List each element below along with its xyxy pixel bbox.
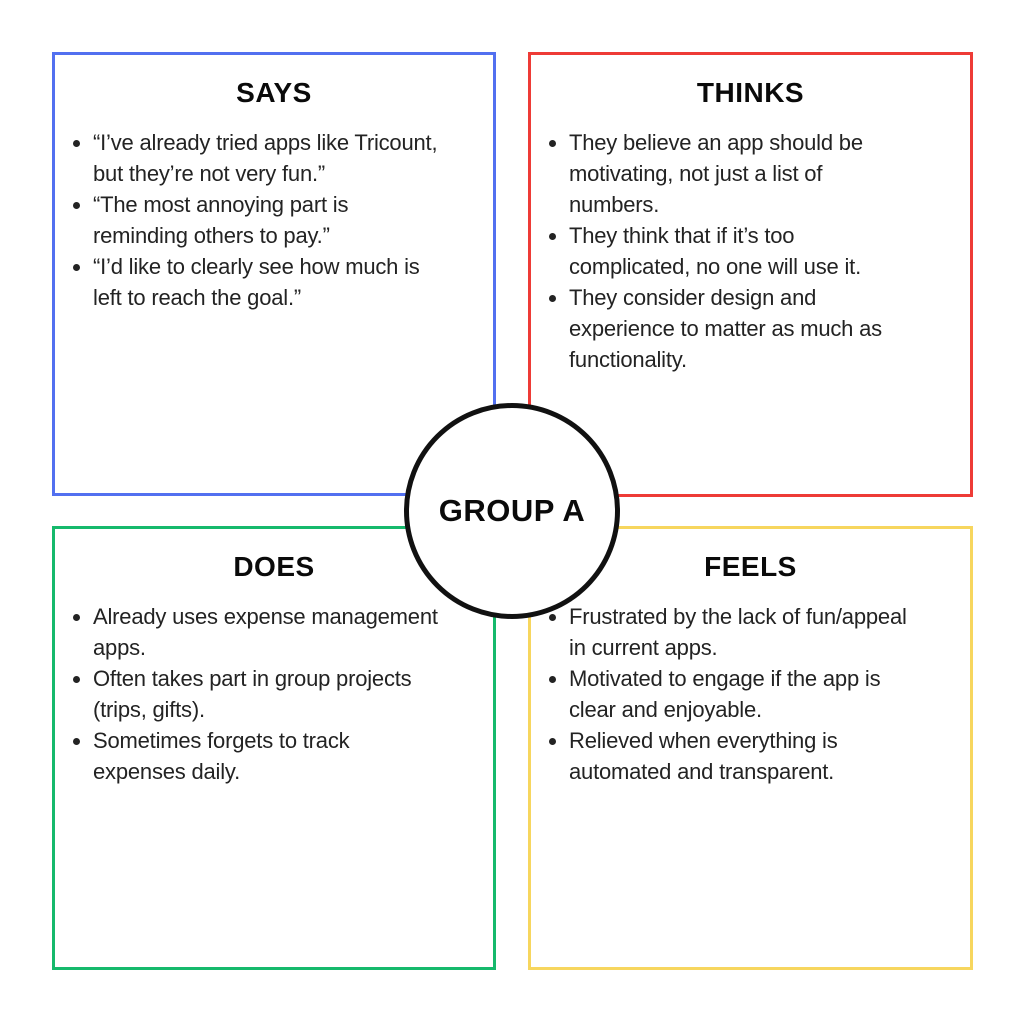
group-label: GROUP A (438, 493, 586, 528)
bullet-item: “I’d like to clearly see how much is lef… (93, 251, 491, 313)
bullet-item: “The most annoying part is reminding oth… (93, 189, 491, 251)
bullet-item: Already uses expense management apps. (93, 601, 491, 663)
quadrant-feels-title: FEELS (704, 551, 797, 582)
bullet-item: Relieved when everything is automated an… (569, 725, 968, 787)
group-circle: GROUP A (404, 403, 620, 619)
quadrant-feels: FEELS Frustrated by the lack of fun/appe… (528, 526, 973, 970)
bullet-item: Frustrated by the lack of fun/appeal in … (569, 601, 968, 663)
bullet-item: Motivated to engage if the app is clear … (569, 663, 968, 725)
quadrant-does-list: Already uses expense management apps.Oft… (55, 601, 493, 787)
quadrant-feels-list: Frustrated by the lack of fun/appeal in … (531, 601, 970, 787)
quadrant-thinks-title: THINKS (696, 77, 805, 108)
quadrant-does-title: DOES (233, 551, 315, 582)
quadrant-says-title: SAYS (236, 77, 312, 108)
quadrant-thinks-list: They believe an app should be motivating… (531, 127, 970, 375)
quadrant-says: SAYS “I’ve already tried apps like Trico… (52, 52, 496, 496)
bullet-item: “I’ve already tried apps like Tricount, … (93, 127, 491, 189)
bullet-item: They believe an app should be motivating… (569, 127, 968, 220)
quadrant-thinks: THINKS They believe an app should be mot… (528, 52, 973, 497)
quadrant-does: DOES Already uses expense management app… (52, 526, 496, 970)
bullet-item: Sometimes forgets to track expenses dail… (93, 725, 491, 787)
quadrant-says-list: “I’ve already tried apps like Tricount, … (55, 127, 493, 313)
bullet-item: They think that if it’s too complicated,… (569, 220, 968, 282)
bullet-item: Often takes part in group projects (trip… (93, 663, 491, 725)
bullet-item: They consider design and experience to m… (569, 282, 968, 375)
